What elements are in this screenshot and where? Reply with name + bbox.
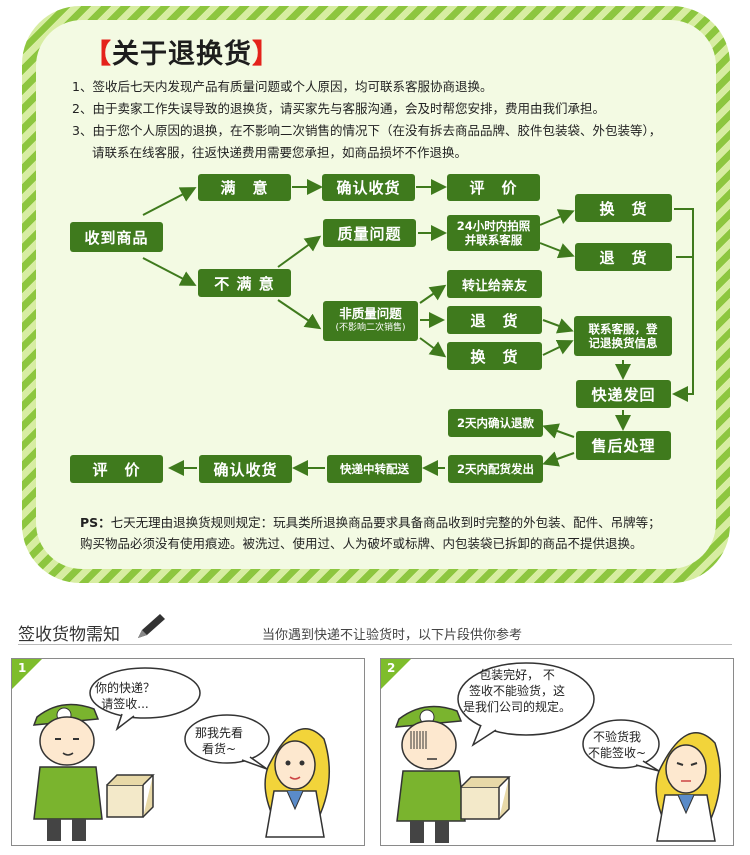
ps-label: PS： [80, 515, 111, 530]
ps-line-1: 七天无理由退换货规则规定：玩具类所退换商品要求具备商品收到时完整的外包装、配件、… [110, 515, 661, 530]
flow-confirm-receipt: 确认收货 [322, 174, 415, 201]
customer-line: 不验货我 [593, 730, 642, 744]
flow-resend: 2天内配货发出 [448, 455, 543, 483]
section-divider [18, 644, 732, 645]
contact-line-2: 记退换货信息 [588, 336, 658, 350]
flow-refund: 2天内确认退款 [448, 409, 543, 437]
panel-corner [12, 659, 42, 689]
flow-quality-issue: 质量问题 [323, 219, 416, 247]
flow-satisfied: 满 意 [198, 174, 291, 201]
flow-review-2: 评 价 [70, 455, 163, 483]
pen-icon [138, 614, 165, 638]
flow-review: 评 价 [447, 174, 540, 201]
flow-transfer: 转让给亲友 [447, 270, 542, 298]
contact-line-1: 联系客服，登 [588, 322, 658, 336]
non-quality-sub: (不影响二次销售) [335, 323, 406, 333]
customer-speech-2: 不验货我 不能签收~ [588, 729, 646, 761]
customer-speech-1: 那我先看 看货~ [195, 725, 243, 757]
ps-line-2: 购买物品必须没有使用痕迹。被洗过、使用过、人为破坏或标牌、内包装袋已拆卸的商品不… [80, 536, 643, 551]
bracket-open: 【 [84, 39, 112, 70]
panel-number: 1 [18, 661, 27, 675]
photo-line-1: 24小时内拍照 [456, 219, 531, 233]
flow-contact-service: 联系客服，登 记退换货信息 [574, 316, 672, 356]
flow-exchange-2: 换 货 [447, 342, 542, 370]
photo-line-2: 并联系客服 [464, 233, 523, 247]
flow-ship-back: 快递发回 [576, 380, 671, 408]
customer-line: 不能签收~ [588, 746, 647, 760]
rule-item: 请联系在线客服，往返快递费用需要您承担，如商品损坏不作退换。 [92, 145, 468, 160]
flow-confirm-receipt-2: 确认收货 [199, 455, 292, 483]
notice-title: 签收货物需知 [18, 625, 120, 645]
flow-arrows [142, 179, 694, 476]
comic-panel-2: 2 包装完好， 不 签收不能验货，这 是我们公司的规定。 不验货我 不能签收~ [380, 658, 734, 846]
customer-line: 看货~ [201, 742, 237, 756]
rules-list: 1、签收后七天内发现产品有质量问题或个人原因，均可联系客服协商退换。 2、由于卖… [72, 76, 661, 164]
flow-photo-contact: 24小时内拍照 并联系客服 [447, 215, 540, 251]
flow-return-2: 退 货 [447, 306, 542, 334]
flow-unsatisfied: 不 满 意 [198, 269, 291, 297]
flow-exchange: 换 货 [575, 194, 672, 222]
courier-line: 签收不能验货，这 [469, 684, 566, 698]
comic-illustration-1 [32, 667, 331, 841]
rule-item: 2、由于卖家工作失误导致的退换货，请买家先与客服沟通，会及时帮您安排，费用由我们… [72, 101, 605, 116]
comic-panel-1: 1 你的快递？ 请签收... 那我先看 看货~ [11, 658, 365, 846]
courier-speech-2: 包装完好， 不 签收不能验货，这 是我们公司的规定。 [463, 667, 571, 715]
flow-received: 收到商品 [70, 222, 163, 252]
rule-item: 3、由于您个人原因的退换，在不影响二次销售的情况下（在没有拆去商品品牌、胶件包装… [72, 123, 662, 138]
courier-line: 包装完好， 不 [479, 668, 555, 682]
ps-note: PS：七天无理由退换货规则规定：玩具类所退换商品要求具备商品收到时完整的外包装、… [80, 512, 661, 554]
comic-illustration-2 [394, 662, 722, 843]
customer-line: 那我先看 [195, 726, 244, 740]
panel-number: 2 [387, 661, 396, 675]
flow-non-quality: 非质量问题 (不影响二次销售) [323, 301, 418, 341]
courier-line: 请签收... [101, 697, 149, 711]
courier-speech-1: 你的快递？ 请签收... [95, 680, 155, 712]
courier-line: 你的快递？ [95, 681, 156, 695]
flow-after-sales: 售后处理 [576, 431, 671, 460]
courier-line: 是我们公司的规定。 [463, 700, 572, 714]
policy-frame [22, 6, 730, 583]
title-text: 关于退换货 [112, 39, 252, 70]
rule-item: 1、签收后七天内发现产品有质量问题或个人原因，均可联系客服协商退换。 [72, 79, 493, 94]
page-title: 【关于退换货】 [84, 32, 280, 71]
bracket-close: 】 [252, 39, 280, 70]
panel-corner [381, 659, 411, 689]
flow-return: 退 货 [575, 243, 672, 271]
notice-subtitle: 当你遇到快递不让验货时，以下片段供你参考 [262, 628, 523, 643]
non-quality-label: 非质量问题 [339, 306, 402, 321]
flow-transit: 快递中转配送 [327, 455, 422, 483]
